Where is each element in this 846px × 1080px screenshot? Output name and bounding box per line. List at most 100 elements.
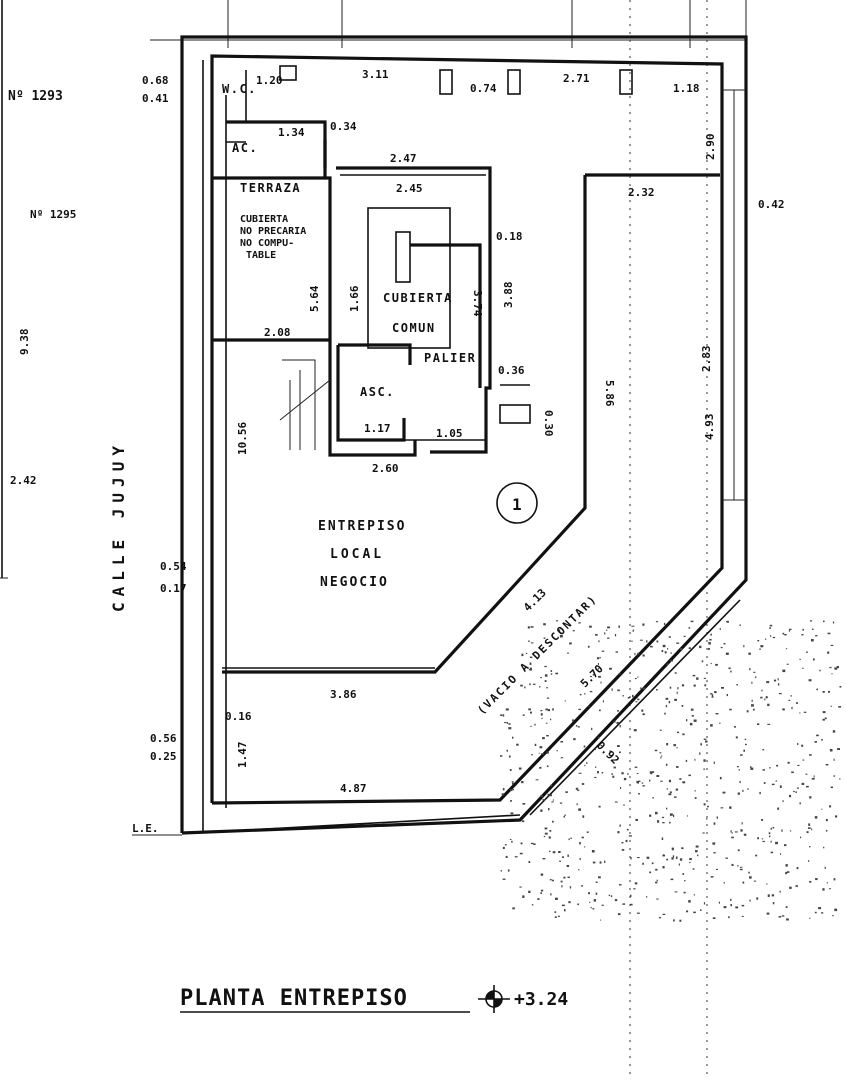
scan-speck (589, 901, 591, 903)
scan-speck (713, 761, 715, 764)
scan-speck (731, 836, 734, 839)
scan-speck (652, 771, 655, 773)
scan-speck (621, 849, 625, 851)
label-cubierta-1: CUBIERTA (240, 214, 288, 225)
scan-speck (512, 782, 514, 785)
scan-speck (775, 780, 777, 782)
scan-speck (666, 663, 669, 665)
scan-speck (592, 674, 596, 676)
scan-speck (735, 736, 738, 739)
scan-speck (656, 689, 658, 691)
scan-speck (543, 637, 546, 639)
scan-speck (668, 793, 672, 796)
scan-speck (838, 706, 842, 708)
scan-speck (683, 635, 686, 637)
scan-speck (689, 861, 691, 864)
scan-speck (809, 880, 812, 883)
scan-speck (808, 827, 811, 829)
scan-speck (600, 919, 602, 921)
dim-0-92: 0.92 (594, 739, 622, 767)
scan-speck (821, 808, 823, 810)
scan-speck (704, 684, 707, 687)
scan-speck (753, 880, 757, 882)
scan-speck (596, 657, 600, 660)
scan-speck (538, 752, 540, 754)
scan-speck (528, 861, 531, 863)
scan-speck (524, 686, 526, 689)
scan-speck (759, 648, 761, 650)
label-cubierta-3: NO COMPU- (240, 238, 294, 249)
scan-speck (558, 851, 561, 853)
scan-speck (829, 805, 832, 808)
scan-speck (753, 708, 755, 711)
scan-speck (588, 892, 590, 895)
label-ac: AC. (232, 141, 258, 155)
scan-speck (789, 794, 792, 798)
scan-speck (598, 876, 601, 879)
scan-speck (757, 837, 759, 840)
dim-0-42: 0.42 (758, 198, 785, 211)
scan-speck (524, 668, 526, 671)
scan-speck (552, 851, 556, 854)
scan-speck (821, 738, 823, 741)
scan-speck (789, 830, 792, 832)
scan-speck (669, 813, 673, 816)
scan-speck (671, 847, 674, 850)
scan-speck (610, 895, 613, 897)
scan-speck (795, 885, 798, 887)
scan-speck (634, 766, 638, 768)
scan-speck (520, 684, 523, 687)
scan-speck (773, 679, 777, 682)
dim-2-32: 2.32 (628, 186, 655, 199)
scan-speck (788, 699, 791, 701)
scan-speck (709, 693, 713, 695)
scan-speck (834, 667, 838, 670)
dim-5-64: 5.64 (308, 285, 321, 312)
dim-1-05: 1.05 (436, 427, 463, 440)
scan-speck (731, 832, 733, 834)
scan-speck (824, 866, 826, 869)
scan-speck (776, 764, 779, 767)
scan-speck (750, 766, 752, 768)
scan-speck (622, 695, 624, 697)
scan-speck (511, 781, 514, 783)
scan-speck (688, 627, 691, 629)
dim-0-74: 0.74 (470, 82, 497, 95)
scan-speck (545, 722, 548, 724)
label-cubierta-comun-1: CUBIERTA (383, 291, 453, 305)
scan-speck (691, 715, 694, 717)
scan-speck (767, 703, 770, 707)
scan-speck (550, 784, 553, 787)
scan-speck (566, 865, 570, 867)
scan-speck (660, 756, 662, 759)
scan-speck (656, 775, 660, 777)
scan-speck (593, 899, 596, 902)
scan-speck (511, 840, 513, 843)
scan-speck (635, 701, 638, 703)
scan-speck (789, 886, 792, 889)
scan-speck (521, 653, 524, 657)
scan-speck (762, 840, 765, 843)
dim-9-38: 9.38 (18, 329, 31, 356)
scan-speck (614, 634, 617, 637)
scan-speck (768, 832, 771, 835)
dim-2-08: 2.08 (264, 326, 291, 339)
scan-speck (635, 818, 638, 821)
scan-speck (535, 779, 539, 781)
scan-speck (578, 622, 581, 624)
scan-speck (612, 775, 615, 778)
scan-speck (805, 773, 808, 775)
scan-speck (630, 903, 633, 906)
scan-speck (598, 640, 600, 643)
scan-speck (666, 858, 669, 861)
scan-noise (500, 620, 842, 922)
scan-speck (755, 676, 757, 679)
scan-speck (665, 763, 668, 766)
scan-speck (730, 670, 732, 673)
scan-speck (699, 752, 701, 755)
dim-4-13: 4.13 (521, 586, 549, 614)
scan-speck (751, 704, 754, 707)
unit-marker-number: 1 (512, 495, 522, 514)
scan-speck (509, 838, 512, 840)
scan-speck (545, 708, 548, 711)
